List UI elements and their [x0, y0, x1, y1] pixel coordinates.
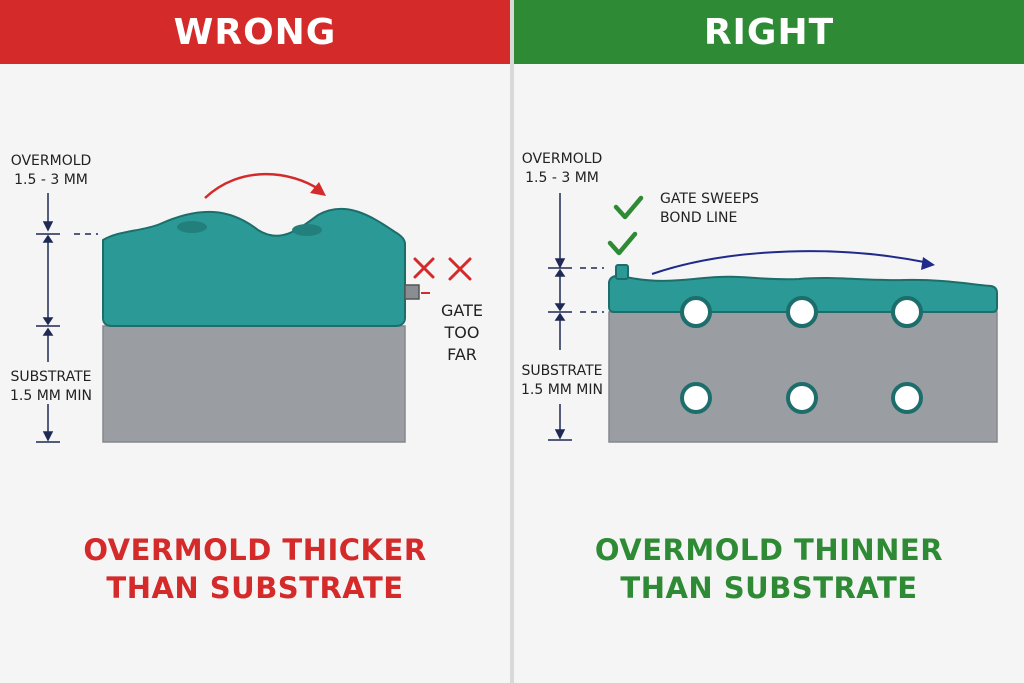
- wrong-diagram: [36, 172, 472, 443]
- check-mark-icon: [607, 195, 644, 256]
- hole: [786, 382, 818, 414]
- right-diagram: [548, 193, 998, 443]
- hole: [680, 382, 712, 414]
- right-flow-arrow: [651, 250, 925, 275]
- wrong-caption: OVERMOLD THICKER THAN SUBSTRATE: [83, 533, 427, 605]
- wrong-bump-highlight-2: [292, 224, 322, 236]
- wrong-panel: WRONG: [0, 0, 510, 683]
- x-mark-icon: [413, 257, 472, 281]
- right-substrate-block: [608, 311, 998, 443]
- right-substrate-label: SUBSTRATE 1.5 MM MIN: [520, 363, 603, 398]
- right-flow-arrowhead: [921, 257, 935, 270]
- hole: [891, 382, 923, 414]
- right-panel: RIGHT: [514, 0, 1024, 683]
- wrong-header: WRONG: [0, 0, 510, 64]
- right-gate-label: GATE SWEEPS BOND LINE: [660, 191, 759, 226]
- wrong-flow-arrow: [204, 172, 321, 199]
- panel-divider: [510, 0, 514, 683]
- wrong-substrate-block: [102, 325, 406, 443]
- wrong-gate-label: GATE TOO FAR: [441, 301, 483, 364]
- right-overmold-label: OVERMOLD 1.5 - 3 MM: [521, 151, 603, 186]
- right-dimension-lines: [548, 193, 604, 441]
- wrong-flow-arrowhead: [310, 182, 326, 196]
- wrong-dimension-lines: [36, 193, 98, 443]
- wrong-substrate-label: SUBSTRATE 1.5 MM MIN: [9, 369, 92, 404]
- right-caption: OVERMOLD THINNER THAN SUBSTRATE: [594, 533, 944, 605]
- wrong-gate-nub: [404, 284, 420, 300]
- right-header: RIGHT: [514, 0, 1024, 64]
- wrong-bump-highlight-1: [177, 221, 207, 233]
- wrong-overmold-block: [102, 207, 406, 327]
- wrong-overmold-label: OVERMOLD 1.5 - 3 MM: [10, 153, 92, 188]
- right-gate-nub: [615, 264, 629, 280]
